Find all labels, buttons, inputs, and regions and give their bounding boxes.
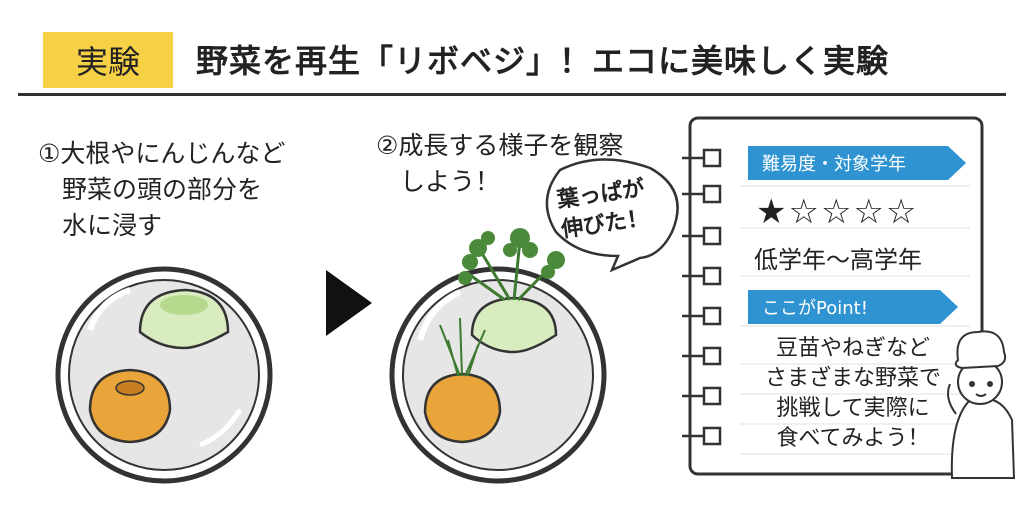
plate-radish-carrot xyxy=(55,266,273,484)
plate-sprouted-vegetables xyxy=(389,228,607,484)
header: 実験 野菜を再生「リボベジ」！エコに美味しく実験 xyxy=(0,0,1024,96)
radish-icon xyxy=(138,288,230,350)
step-2-line-1: ②成長する様子を観察 xyxy=(376,131,624,160)
experiment-tag: 実験 xyxy=(43,32,173,88)
page-title: 野菜を再生「リボベジ」！エコに美味しく実験 xyxy=(196,42,890,80)
step-1-text: ①大根やにんじんなど 野菜の頭の部分を 水に浸す xyxy=(38,136,285,244)
target-grade: 低学年〜高学年 xyxy=(754,246,922,274)
sprouted-carrot-icon xyxy=(423,317,502,444)
step-1-line-1: ①大根やにんじんなど xyxy=(38,139,286,168)
chef-character xyxy=(947,330,1016,479)
point-badge: ここがPoint! xyxy=(748,290,940,324)
point-text: 豆苗やねぎなど さまざまな野菜で 挑戦して実際に 食べてみよう！ xyxy=(758,334,948,454)
step-2-line-2: しよう！ xyxy=(400,167,501,196)
step-1-line-3: 水に浸す xyxy=(62,211,163,240)
sprouted-radish-icon xyxy=(458,228,565,354)
step-1-line-2: 野菜の頭の部分を xyxy=(62,175,263,204)
speech-bubble xyxy=(545,158,679,273)
point-line-2: さまざまな野菜で xyxy=(764,366,941,391)
step-2-text: ②成長する様子を観察 しよう！ xyxy=(376,128,623,200)
difficulty-stars: ★☆☆☆☆ xyxy=(756,192,919,232)
header-divider xyxy=(18,93,1006,96)
point-line-1: 豆苗やねぎなど xyxy=(775,336,930,361)
carrot-icon xyxy=(88,368,172,444)
point-line-4: 食べてみよう！ xyxy=(776,426,930,451)
arrow-right-icon xyxy=(326,270,372,336)
difficulty-badge: 難易度・対象学年 xyxy=(748,146,948,180)
point-line-3: 挑戦して実際に xyxy=(776,396,930,421)
